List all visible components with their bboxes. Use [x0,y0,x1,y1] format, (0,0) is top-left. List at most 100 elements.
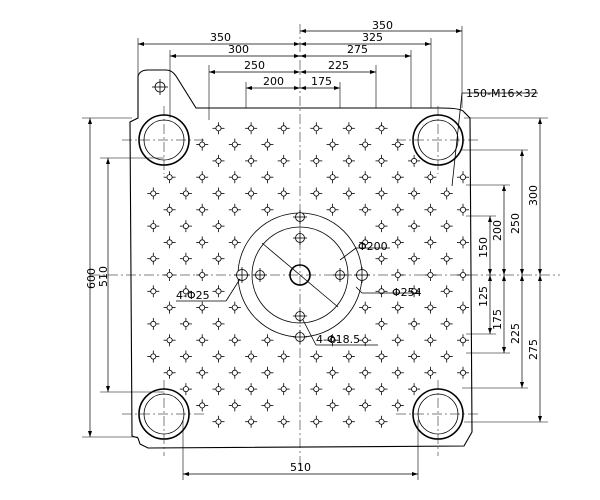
arrowhead [520,382,524,388]
tapped-hole [375,187,388,200]
callout-phi254: Φ254 [392,286,422,299]
dim-top-right-175: 175 [311,75,332,88]
callout-tapped-holes: 150-M16×32 [466,87,538,100]
tapped-hole [424,366,437,379]
tapped-hole [163,269,176,281]
tapped-hole [359,236,372,249]
arrowhead [538,269,542,275]
arrowhead [520,269,524,275]
tapped-hole [277,383,290,396]
arrowhead [170,54,176,58]
right-dimensions: 300 250 200 150 125 175 225 275 [462,117,548,423]
tapped-hole [391,203,404,216]
tapped-hole [179,383,192,396]
tapped-hole [391,366,404,379]
bottom-dimension: 510 [182,420,419,480]
tapped-hole [196,301,209,314]
tapped-hole [179,350,192,363]
arrowhead [106,158,110,164]
arrowhead [370,70,376,74]
tapped-hole [375,350,388,363]
tapped-hole [408,350,421,363]
dim-top-left-350: 350 [210,31,231,44]
arrowhead [300,42,306,46]
arrowhead [88,431,92,437]
tapped-hole [326,366,339,379]
tapped-hole [277,154,290,167]
tapped-hole [261,334,274,347]
tapped-hole [342,187,355,200]
tapped-hole [179,285,192,298]
tapped-hole [196,236,209,249]
tapped-hole [277,415,290,428]
tapped-hole [228,203,241,216]
tapped-hole-grid [147,122,469,428]
tie-bar-hole-bottom-left [122,380,206,456]
tapped-hole [228,366,241,379]
tapped-hole [163,366,176,379]
dim-top-right-225: 225 [328,59,349,72]
tapped-hole [375,383,388,396]
tapped-hole [342,350,355,363]
tapped-hole [261,171,274,184]
arrowhead [138,42,144,46]
tapped-hole [212,154,225,167]
tapped-hole [457,334,469,347]
dim-top-right-350: 350 [372,19,393,32]
tapped-hole [228,171,241,184]
tapped-hole [245,122,258,135]
tapped-hole [457,269,469,281]
dim-right-275: 275 [527,339,540,360]
arrowhead [488,328,492,334]
tapped-hole [163,203,176,216]
tapped-hole [326,171,339,184]
tapped-hole [245,383,258,396]
tapped-hole [359,203,372,216]
arrowhead [456,29,462,33]
arrowhead [412,472,418,476]
tapped-hole [196,399,209,412]
tapped-hole [212,252,225,265]
tapped-hole [408,285,421,298]
callout-4-phi18-5: 4-Φ18.5 [316,333,360,346]
tapped-hole [310,415,323,428]
tapped-hole [326,203,339,216]
tapped-hole [457,203,469,216]
tapped-hole [391,171,404,184]
tapped-hole [147,187,160,200]
tapped-hole [424,236,437,249]
tapped-hole [277,350,290,363]
tapped-hole [440,285,453,298]
tapped-hole [424,269,437,281]
tapped-hole [408,187,421,200]
tapped-hole [179,317,192,330]
arrowhead [488,269,492,275]
tapped-hole [310,187,323,200]
tapped-hole [440,252,453,265]
dim-right-150: 150 [477,237,490,258]
tapped-hole [375,220,388,233]
arrowhead [106,386,110,392]
tapped-hole [196,138,209,151]
tapped-hole [163,301,176,314]
tapped-hole [391,236,404,249]
nozzle-hole [289,264,311,286]
tapped-hole [326,138,339,151]
tapped-hole [359,399,372,412]
tapped-hole [326,334,339,347]
tapped-hole [196,269,209,281]
tapped-hole [212,317,225,330]
tapped-hole [228,334,241,347]
arrowhead [502,269,506,275]
dim-right-300: 300 [527,185,540,206]
tapped-hole [440,187,453,200]
tapped-hole [163,334,176,347]
tapped-hole [196,171,209,184]
dim-right-250: 250 [509,213,522,234]
tapped-hole [408,220,421,233]
tapped-hole [196,366,209,379]
ejector-holes [234,210,370,344]
callout-4-phi25: 4-Φ25 [176,289,210,302]
tapped-hole [228,236,241,249]
tapped-hole [408,252,421,265]
